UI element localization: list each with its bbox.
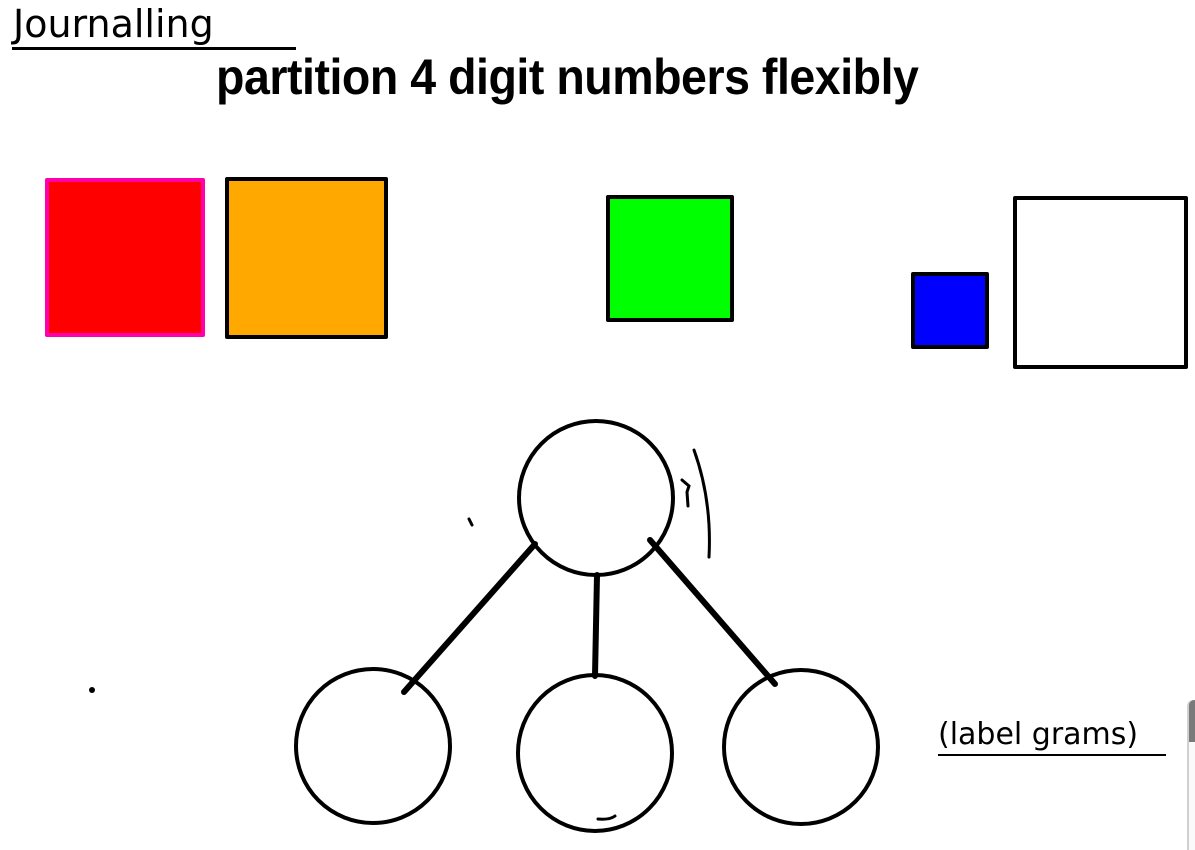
pen-dot: [89, 687, 95, 693]
part-circle-1[interactable]: [294, 667, 452, 825]
connector-right: [647, 537, 778, 687]
blank-block[interactable]: [1013, 196, 1188, 369]
pen-mark-bracket: [692, 448, 711, 559]
thousands-block[interactable]: [45, 178, 205, 337]
connector-middle: [592, 572, 600, 679]
label-grams-note: (label grams): [938, 717, 1139, 752]
pen-mark-tick: [467, 517, 474, 527]
hundreds-block[interactable]: [225, 177, 388, 339]
note-underline: [938, 754, 1166, 756]
side-panel-handle[interactable]: [1189, 700, 1195, 742]
heading-underline: [12, 47, 296, 50]
side-panel-tab[interactable]: [1187, 700, 1195, 850]
ones-block[interactable]: [911, 272, 989, 349]
page-title: partition 4 digit numbers flexibly: [216, 49, 919, 105]
pen-mark-squiggle: [680, 478, 691, 508]
journalling-heading: Journalling: [13, 2, 214, 46]
tens-block[interactable]: [606, 195, 734, 322]
connector-left: [401, 541, 538, 695]
whole-circle[interactable]: [517, 419, 675, 577]
part-circle-2[interactable]: [516, 673, 674, 833]
part-circle-3[interactable]: [722, 668, 880, 826]
pen-mark-dash: [596, 814, 617, 821]
